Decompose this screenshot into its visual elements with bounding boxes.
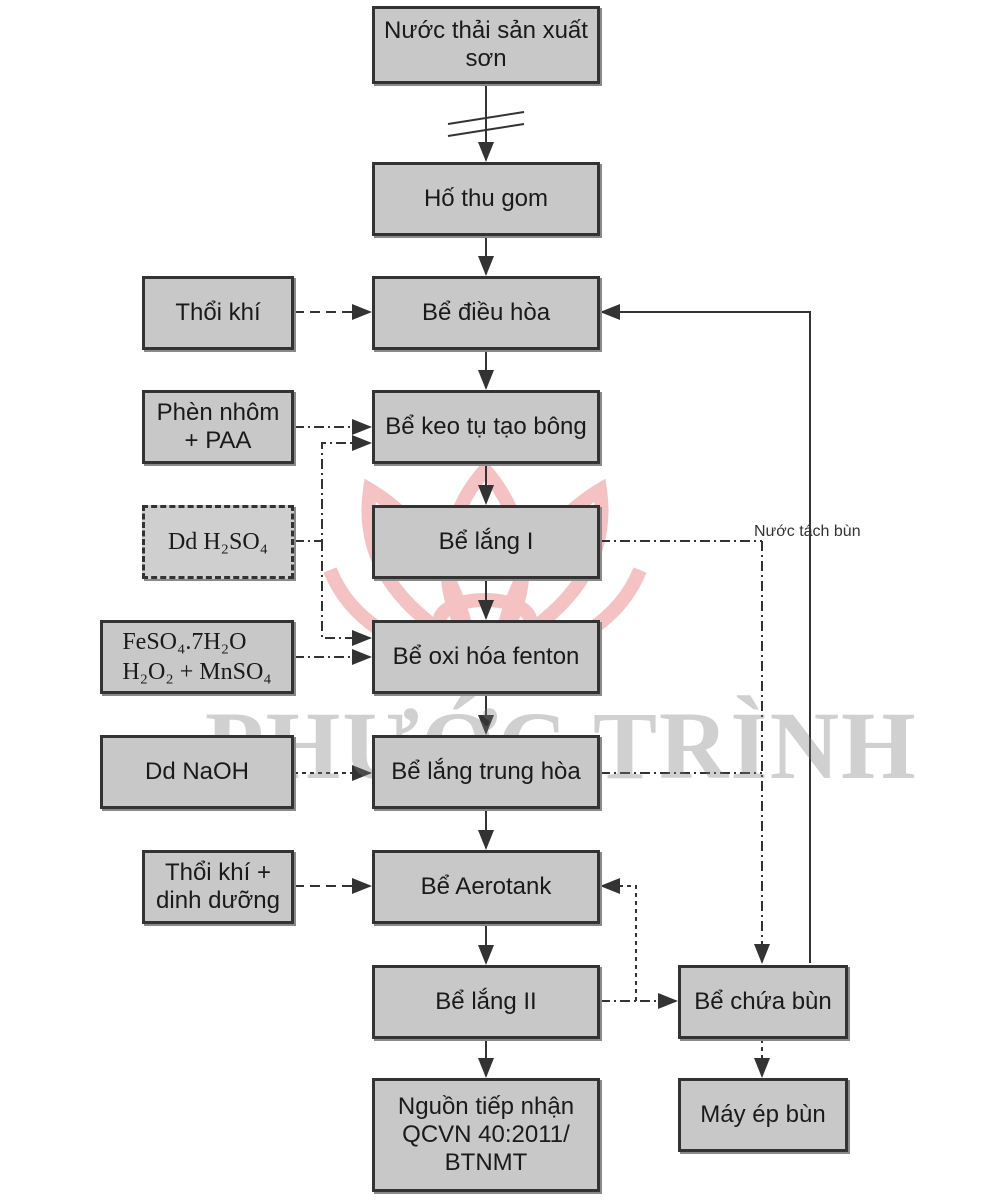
box-alum-paa: Phèn nhôm + PAA [142, 390, 294, 464]
box-coagulation-tank: Bể keo tụ tạo bông [372, 390, 600, 464]
box-receiving-line1: Nguồn tiếp nhận [397, 1093, 575, 1120]
box-naoh: Dd NaOH [100, 735, 294, 809]
label-separated-water: Nước tách bùn [754, 523, 861, 540]
box-receiving-source: Nguồn tiếp nhận QCVN 40:2011/ BTNMT [372, 1078, 600, 1192]
box-aerotank: Bể Aerotank [372, 850, 600, 924]
box-alum-line2: + PAA [184, 427, 252, 454]
box-alum-line1: Phèn nhôm [156, 399, 280, 426]
box-sludge-press: Máy ép bùn [678, 1078, 848, 1152]
box-equalization-tank: Bể điều hòa [372, 276, 600, 350]
box-h2so4-label: Dd H₂SO₄ [167, 529, 269, 555]
box-fenton-line1: FeSO₄.7H₂O [122, 629, 247, 655]
box-wastewater-source: Nước thải sản xuất sơn [372, 6, 600, 84]
connectors [294, 84, 811, 1078]
box-wastewater-source-line2: sơn [465, 45, 507, 72]
box-fenton-chemicals: FeSO₄.7H₂O H₂O₂ + MnSO₄ [100, 620, 294, 694]
box-h2so4: Dd H₂SO₄ [142, 505, 294, 579]
box-collection-pit: Hố thu gom [372, 162, 600, 236]
box-sludge-tank: Bể chứa bùn [678, 965, 848, 1039]
box-fenton-line2: H₂O₂ + MnSO₄ [122, 659, 272, 685]
box-aeration-nutrient: Thổi khí + dinh dưỡng [142, 850, 294, 924]
box-aeration: Thổi khí [142, 276, 294, 350]
box-receiving-line3: BTNMT [444, 1149, 528, 1176]
box-aeration-nutrient-line2: dinh dưỡng [156, 887, 280, 914]
box-settling-tank-2: Bể lắng II [372, 965, 600, 1039]
box-fenton-oxidation: Bể oxi hóa fenton [372, 620, 600, 694]
box-settling-tank-1: Bể lắng I [372, 505, 600, 579]
box-receiving-line2: QCVN 40:2011/ [402, 1121, 570, 1148]
box-neutralization-settling: Bể lắng trung hòa [372, 735, 600, 809]
box-aeration-nutrient-line1: Thổi khí + [164, 859, 272, 886]
box-wastewater-source-line1: Nước thải sản xuất [384, 17, 588, 44]
